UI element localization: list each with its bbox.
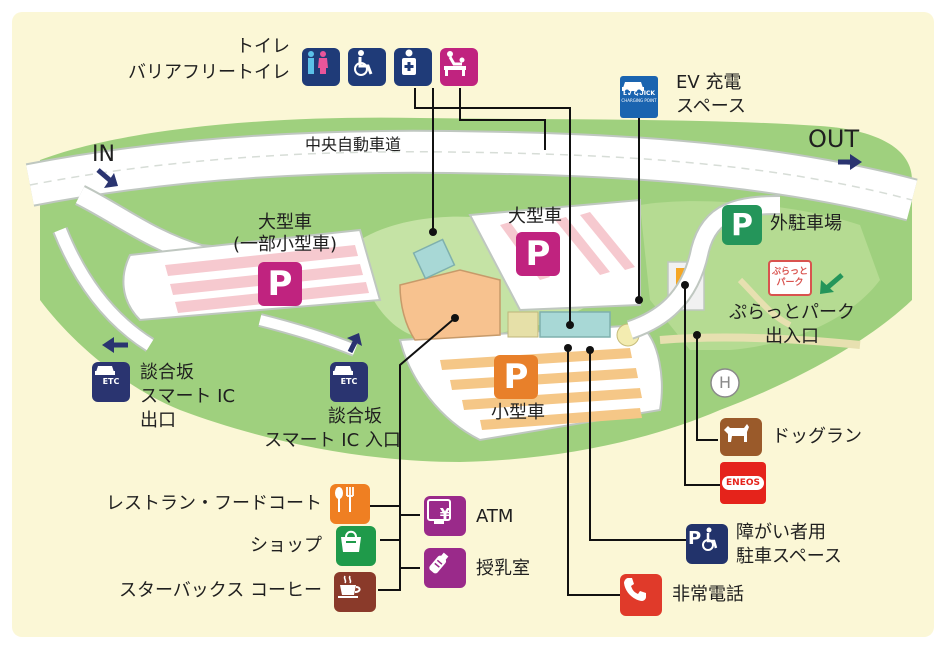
smart-ic-entrance-label-1: 談合坂 (328, 406, 382, 427)
shop-icon (336, 526, 376, 566)
baby-changing-icon (440, 48, 478, 86)
plat-park-path (659, 333, 861, 349)
in-arrow (96, 168, 118, 188)
restroom-building (412, 238, 456, 280)
heliport (710, 368, 740, 398)
outer-parking-label: 外駐車場 (770, 213, 842, 234)
accessible-toilet-icon (348, 48, 386, 86)
etc-icon: ETC (92, 362, 130, 402)
large-vehicle-partial-label-1: 大型車 (258, 212, 312, 233)
large-vehicle-label: 大型車 (508, 206, 562, 227)
out-arrow (838, 154, 862, 170)
atm-yen: ¥ (439, 505, 451, 523)
smart-ic-exit-label-1: 談合坂 (140, 362, 194, 383)
outer-parking-symbol: P (722, 205, 762, 245)
shop-label: ショップ (250, 535, 322, 556)
small-vehicle-label: 小型車 (491, 402, 545, 423)
emergency-phone-icon (620, 574, 662, 616)
emergency-phone-label: 非常電話 (672, 584, 744, 605)
smart-ic-exit-label-3: 出口 (140, 410, 176, 431)
out-label: OUT (808, 125, 860, 153)
west-parking-symbol: P (258, 262, 302, 306)
toilet-label: トイレ (236, 36, 290, 57)
leader-lines (364, 88, 720, 596)
svg-text:P: P (688, 528, 701, 549)
disabled-parking-label-2: 駐車スペース (736, 546, 842, 567)
eneos-icon: ENEOS (720, 462, 766, 504)
highway-label: 中央自動車道 (305, 135, 402, 154)
restaurant-icon (330, 484, 370, 524)
north-parking-symbol: P (516, 232, 560, 276)
atm-icon: ¥ (424, 496, 466, 536)
eneos-label: ENEOS (722, 476, 764, 490)
large-vehicle-partial-label-2: (一部小型車) (232, 234, 338, 255)
disabled-parking-label-1: 障がい者用 (736, 522, 826, 543)
starbucks-label: スターバックス コーヒー (118, 580, 322, 601)
in-label: IN (92, 142, 115, 167)
plat-park-label-1: ぷらっとパーク (729, 302, 855, 323)
plat-park-sign-text: ぷらっと パーク (771, 267, 808, 288)
etc-icon: ETC (330, 362, 368, 402)
plat-park-arrow (820, 273, 844, 294)
smart-ic-entrance-label-2: スマート IC 入口 (264, 430, 401, 451)
nursing-bottle-icon (424, 548, 466, 588)
atm-label: ATM (476, 506, 514, 527)
smart-ic-entrance-arrow (347, 333, 362, 354)
south-parking-symbol: P (494, 355, 538, 399)
smart-ic-exit-label-2: スマート IC (140, 386, 236, 407)
disabled-parking-icon: P (686, 524, 728, 564)
ostomate-icon (394, 48, 432, 86)
barrier-free-toilet-label: バリアフリートイレ (128, 62, 290, 83)
nursing-room-label: 授乳室 (476, 558, 530, 579)
plat-park-label-2: 出入口 (765, 326, 819, 347)
dog-run-icon (720, 418, 762, 456)
etc-sign-exit: ETC (102, 377, 120, 386)
heliport-icon: H (718, 373, 732, 392)
ev-charging-icon: EV QUICK CHARGING POINT (620, 76, 658, 118)
plat-park-sign: ぷらっと パーク (768, 260, 812, 296)
etc-sign-entrance: ETC (340, 377, 358, 386)
toilet-icon (302, 48, 340, 86)
shop-building (539, 311, 611, 338)
restaurant-food-court-label: レストラン・フードコート (106, 493, 322, 514)
ev-charging-label-2: スペース (676, 96, 746, 117)
main-building (399, 269, 501, 341)
smart-ic-exit-arrow (102, 337, 128, 353)
ev-charging-label-1: EV 充電 (676, 72, 742, 93)
starbucks-coffee-icon (334, 572, 376, 612)
dog-run-label: ドッグラン (772, 426, 862, 447)
ev-sign-sub: CHARGING POINT (621, 98, 657, 103)
